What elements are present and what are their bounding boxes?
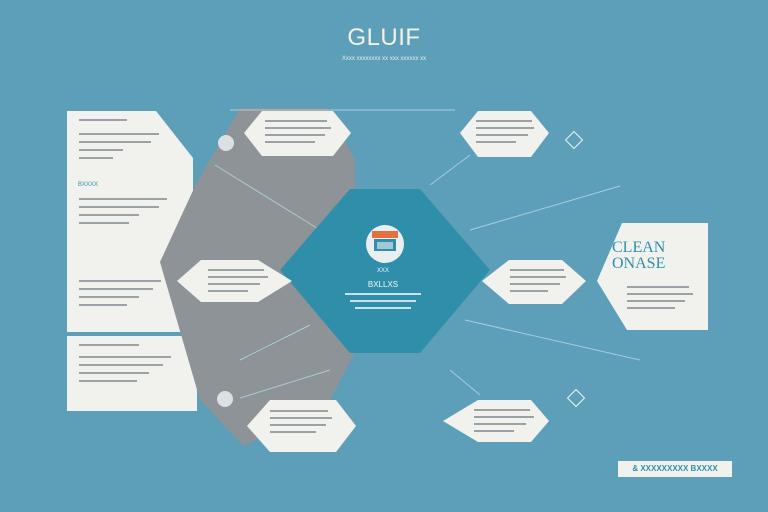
- side-card-title-line1: CLEAN: [612, 239, 666, 256]
- diamond-icon-top: [564, 130, 584, 150]
- hub-subheading: BXLLXS: [367, 280, 399, 289]
- left-card-top-text: [79, 119, 167, 306]
- arrow-card-text: [208, 120, 566, 433]
- left-panel-label: BXXXX: [78, 182, 99, 188]
- connector-lines: [214, 109, 641, 399]
- left-card-bottom-text: [79, 344, 171, 382]
- side-card-text: [627, 286, 693, 309]
- hub-icon: [366, 225, 404, 263]
- page-title: GLUIF: [347, 24, 421, 51]
- side-card: [597, 223, 708, 330]
- side-card-title-line2: ONASE: [612, 255, 666, 272]
- hub-hexagon: [280, 189, 490, 353]
- orb-icon-bottom: [217, 391, 233, 407]
- side-card-title: CLEAN ONASE: [612, 240, 696, 272]
- page-subtitle: Xxxx xxxxxxxx xx xxx xxxxxx xx: [341, 56, 427, 62]
- orb-icon-top: [218, 135, 234, 151]
- footer-badge[interactable]: & XXXXXXXXX BXXXX: [618, 461, 732, 477]
- arrow-card-mid-right: [482, 260, 586, 304]
- arrow-card-top-left: [244, 111, 351, 156]
- arrow-card-bottom-right: [443, 400, 549, 442]
- diamond-icon-bottom: [566, 388, 586, 408]
- left-card-top: [67, 111, 193, 332]
- hub-heading: XXX: [376, 268, 389, 274]
